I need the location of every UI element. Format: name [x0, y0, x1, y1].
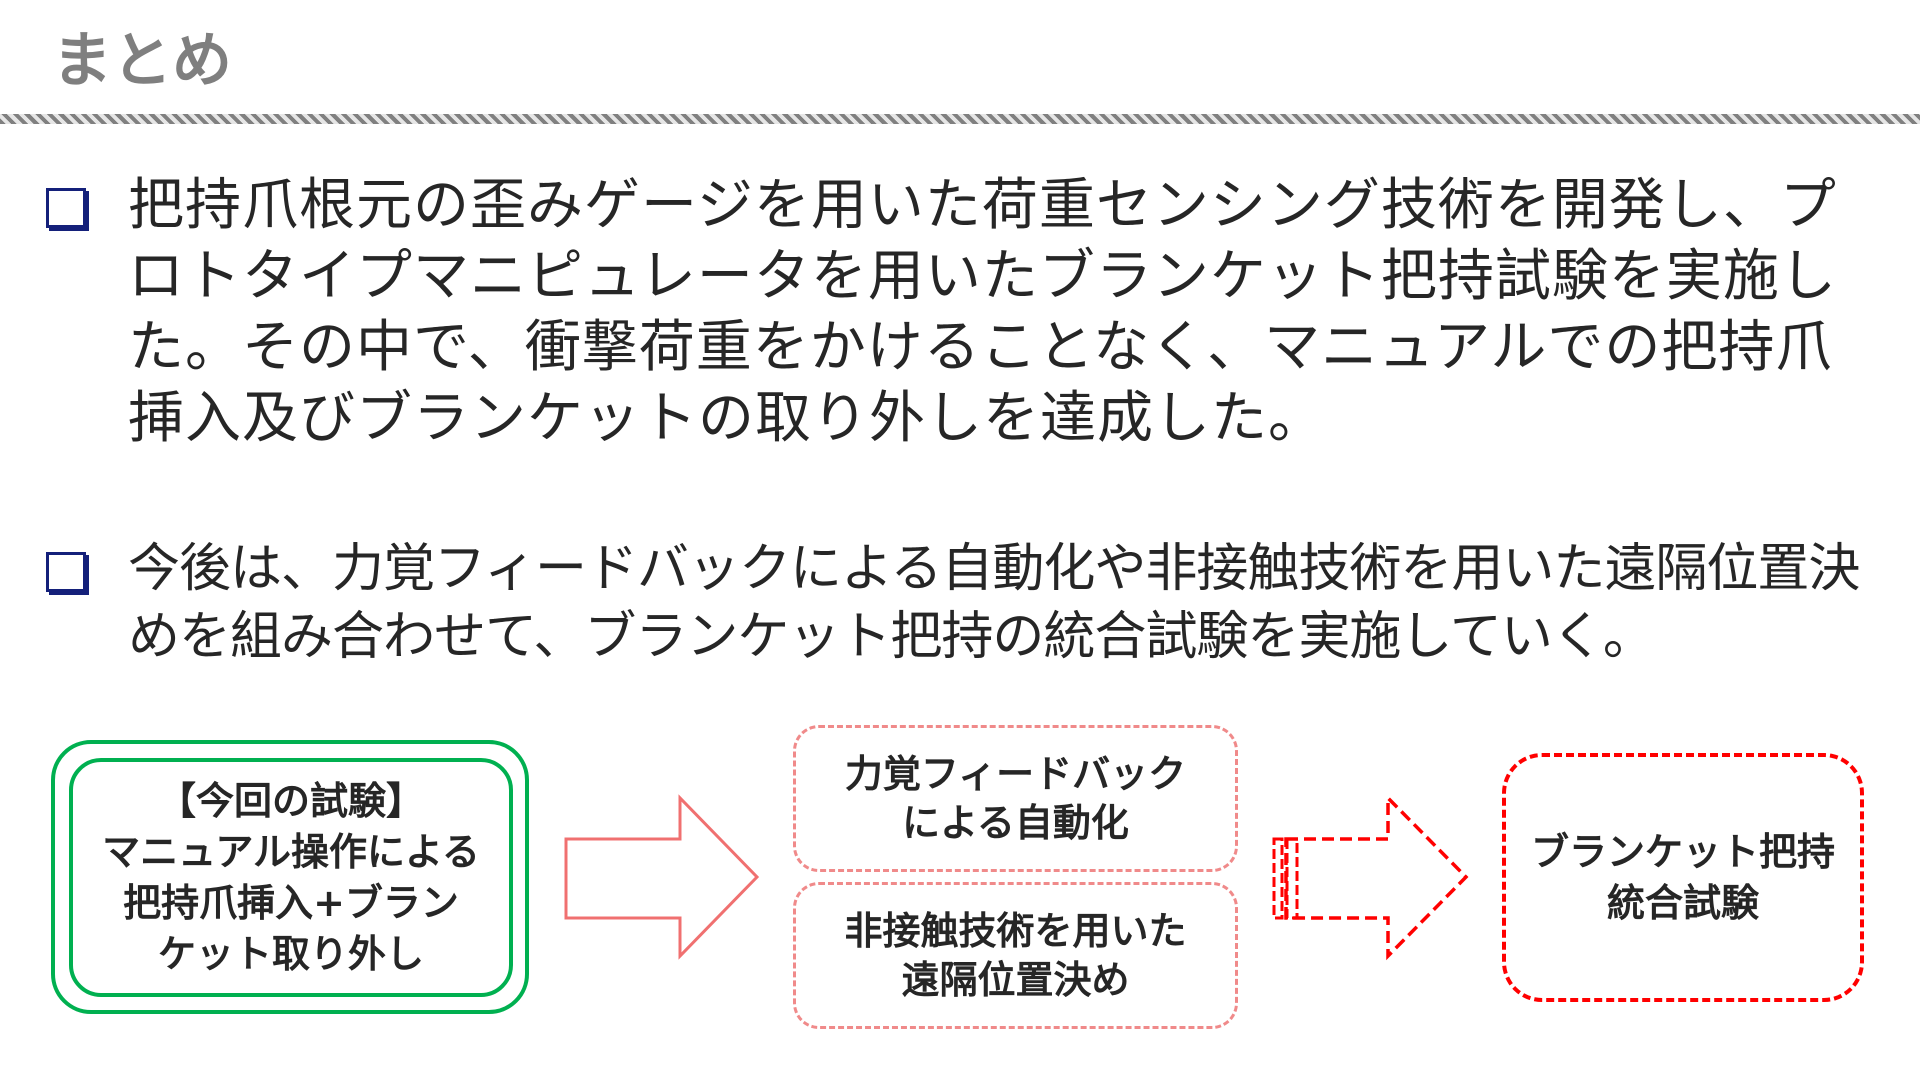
square-bullet-icon — [46, 188, 86, 228]
text-line: 把持爪根元の歪みゲージを用いた荷重センシング技術を開発し、プ — [128, 173, 1837, 238]
page-title: まとめ — [52, 26, 232, 96]
text-line: 挿入及びブランケットの取り外しを達成した。 — [128, 386, 1325, 451]
box-text: 【今回の試験】 — [157, 778, 424, 823]
arrow-right-icon — [564, 794, 760, 960]
current-test-outer-frame — [51, 740, 529, 1014]
box-text: ブランケット把持 — [1530, 829, 1835, 874]
force-feedback-box: 力覚フィードバック による自動化 — [793, 725, 1238, 872]
remote-positioning-box: 非接触技術を用いた 遠隔位置決め — [793, 882, 1238, 1029]
text-line: 今後は、力覚フィードバックによる自動化や非接触技術を用いた遠隔位置決 — [128, 539, 1860, 599]
square-bullet-icon — [46, 552, 86, 592]
box-text: 力覚フィードバック — [844, 751, 1187, 796]
integrated-test-box: ブランケット把持 統合試験 — [1502, 753, 1864, 1002]
dashed-arrow-right-icon — [1272, 793, 1469, 961]
box-text: 統合試験 — [1606, 880, 1759, 925]
box-text: マニュアル操作による — [102, 829, 480, 874]
box-text: ケット取り外し — [157, 931, 424, 976]
box-text: 非接触技術を用いた — [844, 908, 1187, 953]
text-line: た。その中で、衝撃荷重をかけることなく、マニュアルでの把持爪 — [128, 315, 1833, 380]
box-text: 把持爪挿入+ブラン — [123, 880, 459, 925]
bullet-text-1: 把持爪根元の歪みゲージを用いた荷重センシング技術を開発し、プ ロトタイプマニピュ… — [128, 170, 1837, 454]
text-line: めを組み合わせて、ブランケット把持の統合試験を実施していく。 — [128, 607, 1655, 667]
hatched-divider — [0, 114, 1920, 124]
text-line: ロトタイプマニピュレータを用いたブランケット把持試験を実施し — [128, 244, 1837, 309]
box-text: 遠隔位置決め — [901, 957, 1130, 1002]
box-text: による自動化 — [902, 800, 1129, 845]
bullet-text-2: 今後は、力覚フィードバックによる自動化や非接触技術を用いた遠隔位置決 めを組み合… — [128, 535, 1860, 671]
current-test-box: 【今回の試験】 マニュアル操作による 把持爪挿入+ブラン ケット取り外し — [69, 758, 513, 997]
